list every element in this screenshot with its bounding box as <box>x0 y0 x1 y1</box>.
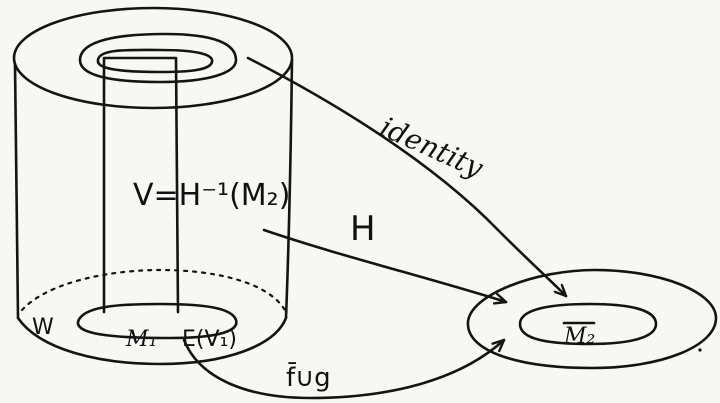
label-h: H <box>350 209 376 249</box>
cylinder-right-wall <box>284 58 294 320</box>
v-rectangle <box>102 56 180 314</box>
top-inner-ring <box>78 32 238 84</box>
cylinder-top-ellipse <box>12 6 294 110</box>
m1-region <box>76 302 238 340</box>
cylinder-w <box>12 6 294 366</box>
h-arrow <box>262 228 508 302</box>
m2-outer-disk <box>466 268 718 370</box>
fg-arrow <box>182 338 506 400</box>
label-w: W <box>32 315 54 340</box>
m2-inner-region <box>518 302 658 346</box>
top-inner-slot <box>96 48 214 74</box>
cylinder-bottom-front <box>16 316 288 366</box>
label-v-equation: V=H⁻¹(M₂) <box>133 178 290 213</box>
label-m2-bar: M₂ <box>563 324 595 349</box>
label-e-v1: E(V₁) <box>182 327 237 352</box>
label-m1: M₁ <box>125 327 157 352</box>
label-f-cup-g: f̄∪g <box>286 361 331 393</box>
cylinder-left-wall <box>13 62 20 320</box>
cylinder-bottom-back-dashed <box>20 268 288 314</box>
identity-arrow <box>246 56 568 298</box>
label-identity: identity <box>375 110 489 185</box>
stray-dot <box>698 348 702 352</box>
